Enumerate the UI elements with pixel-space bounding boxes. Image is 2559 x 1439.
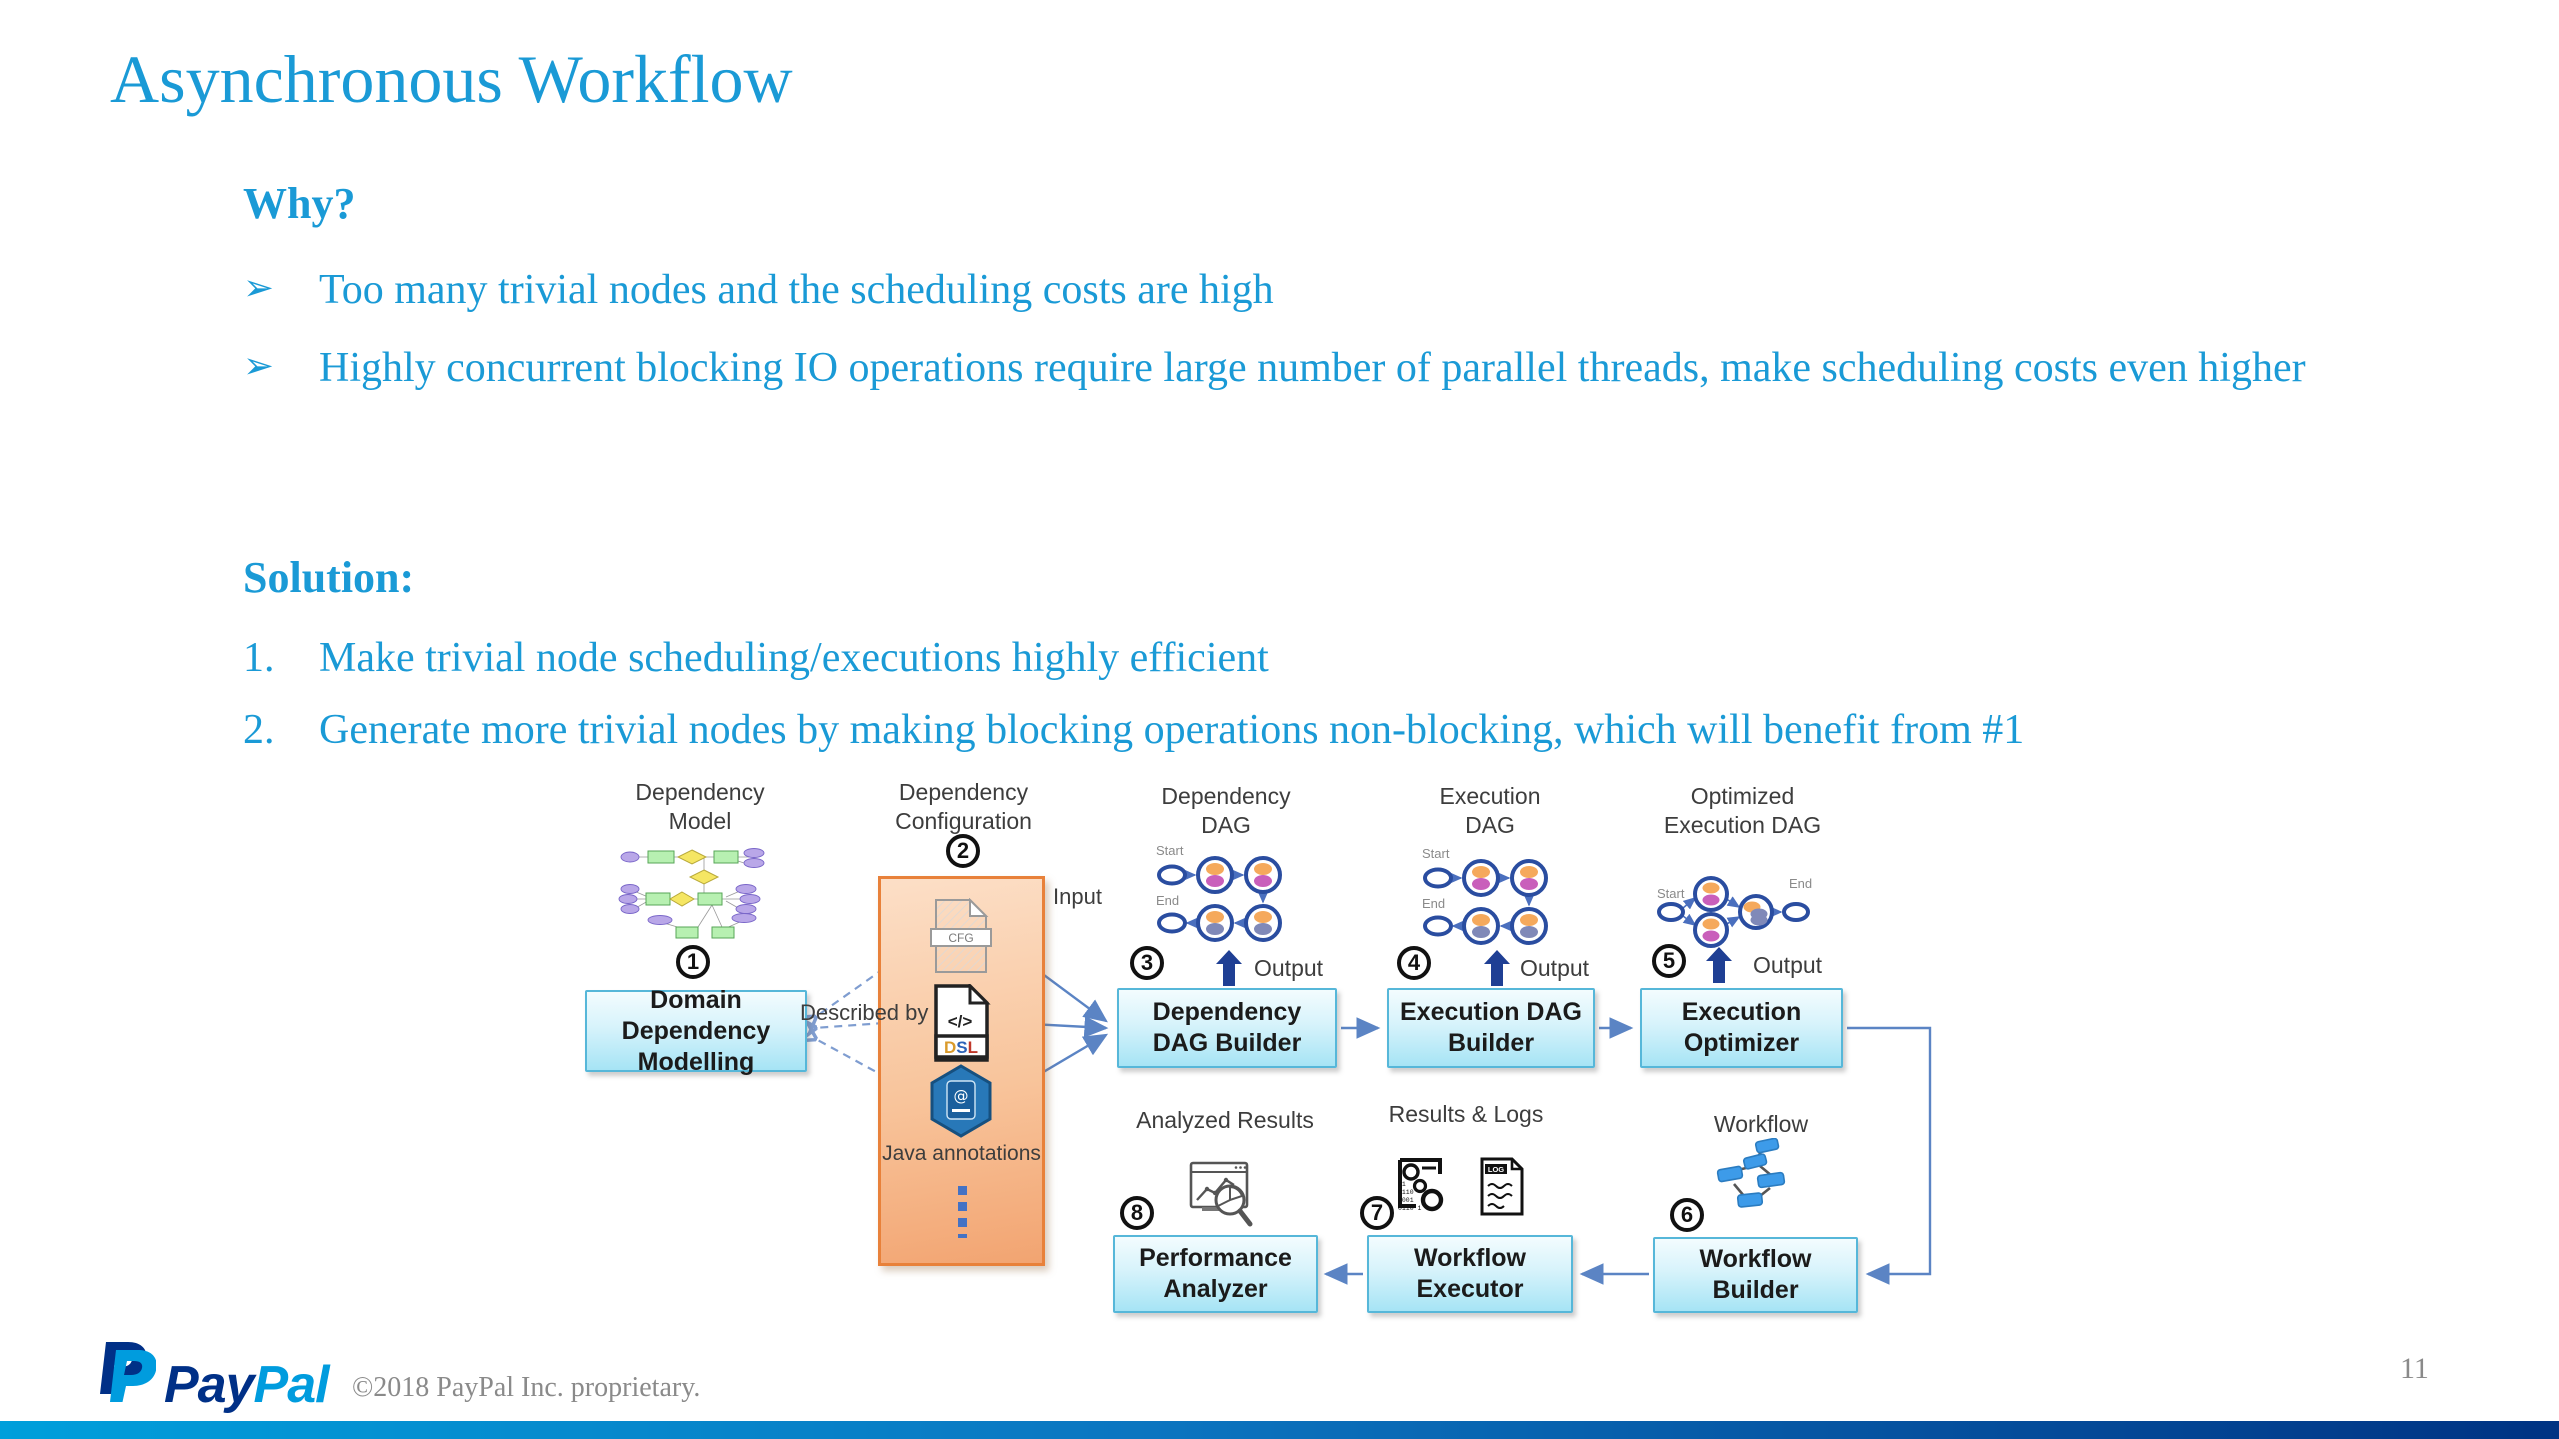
input-label: Input <box>1053 884 1102 909</box>
label-optimized-execution-dag: Optimized Execution DAG <box>1663 783 1822 838</box>
bottom-accent-bar <box>0 1421 2559 1439</box>
output-label: Output <box>1753 952 1823 978</box>
item-number: 1. <box>243 635 275 681</box>
label-dependency-dag: Dependency DAG <box>1161 783 1291 838</box>
dsl-file-icon: </> DSL <box>934 984 991 1062</box>
svg-text:Start: Start <box>1156 843 1184 858</box>
performance-analyzer-icon <box>1189 1161 1253 1227</box>
solution-heading: Solution: <box>243 553 415 602</box>
step-1-badge: 1 <box>676 945 710 979</box>
label-workflow: Workflow <box>1713 1111 1809 1137</box>
label-execution-dag: Execution DAG <box>1439 783 1541 838</box>
why-bullet-2: ➢ Highly concurrent blocking IO operatio… <box>243 336 2501 400</box>
bullet-text: Highly concurrent blocking IO operations… <box>319 345 2306 391</box>
svg-text:End: End <box>1156 893 1179 908</box>
step-6-badge: 6 <box>1670 1198 1704 1232</box>
box-workflow-executor: Workflow Executor <box>1367 1235 1573 1313</box>
item-number: 2. <box>243 707 275 753</box>
solution-item-1: 1. Make trivial node scheduling/executio… <box>243 628 2501 688</box>
svg-text:01: 01 <box>1398 1181 1406 1188</box>
box-performance-analyzer: Performance Analyzer <box>1113 1235 1318 1313</box>
brand-text-pay: Pay <box>164 1356 255 1414</box>
item-text: Generate more trivial nodes by making bl… <box>319 707 2025 753</box>
item-text: Make trivial node scheduling/executions … <box>319 635 1269 681</box>
output-arrow-icon <box>1484 950 1510 986</box>
box-domain-dependency-modelling: Domain Dependency Modelling <box>585 986 807 1076</box>
label-results-logs: Results & Logs <box>1388 1101 1544 1127</box>
svg-text:0110: 0110 <box>1398 1189 1414 1196</box>
java-annotation-icon: @ <box>930 1064 992 1138</box>
box-execution-dag-builder: Execution DAG Builder <box>1387 988 1595 1068</box>
svg-text:DSL: DSL <box>944 1038 978 1057</box>
step-2-badge: 2 <box>946 834 980 868</box>
svg-text:</>: </> <box>948 1012 973 1031</box>
label-analyzed-results: Analyzed Results <box>1136 1107 1314 1133</box>
arrow-bullet-icon: ➢ <box>243 344 275 387</box>
step-7-badge: 7 <box>1360 1196 1394 1230</box>
output-label: Output <box>1254 955 1324 981</box>
solution-item-2: 2. Generate more trivial nodes by making… <box>243 700 2501 760</box>
workflow-icon <box>1716 1138 1786 1208</box>
why-heading: Why? <box>243 179 356 228</box>
step-5-badge: 5 <box>1652 944 1686 978</box>
arrow-bullet-icon: ➢ <box>243 266 275 309</box>
ellipsis-icon <box>958 1186 967 1238</box>
page-title: Asynchronous Workflow <box>110 41 793 117</box>
execution-dag-diagram: Start End <box>1422 846 1548 945</box>
box-execution-optimizer: Execution Optimizer <box>1640 988 1843 1068</box>
page-number: 11 <box>2400 1352 2429 1385</box>
step-3-badge: 3 <box>1130 946 1164 980</box>
svg-text:Start: Start <box>1657 886 1685 901</box>
svg-text:0110 1: 0110 1 <box>1398 1205 1422 1212</box>
copyright-text: ©2018 PayPal Inc. proprietary. <box>352 1372 701 1403</box>
svg-text:CFG: CFG <box>948 931 973 945</box>
cfg-file-icon: CFG <box>930 898 992 973</box>
svg-text:0001: 0001 <box>1398 1197 1414 1204</box>
java-annotations-label: Java annotations <box>882 1142 1041 1165</box>
bullet-text: Too many trivial nodes and the schedulin… <box>319 267 1274 313</box>
label-dependency-model: Dependency Model <box>635 779 765 834</box>
box-dependency-dag-builder: Dependency DAG Builder <box>1117 988 1337 1068</box>
er-model-diagram <box>618 848 765 939</box>
step-8-badge: 8 <box>1120 1196 1154 1230</box>
output-label: Output <box>1520 955 1590 981</box>
paypal-monogram-icon <box>100 1342 156 1402</box>
step-4-badge: 4 <box>1397 946 1431 980</box>
dependency-dag-diagram: Start End <box>1156 843 1282 942</box>
svg-text:End: End <box>1422 896 1445 911</box>
svg-text:Start: Start <box>1422 846 1450 861</box>
output-arrow-icon <box>1216 950 1242 986</box>
brand-text-pal: Pal <box>253 1356 330 1414</box>
svg-text:End: End <box>1789 876 1812 891</box>
described-by-label: Described by <box>800 1000 929 1025</box>
optimized-execution-dag-diagram: Start End <box>1657 876 1812 948</box>
label-dependency-configuration: Dependency Configuration <box>895 779 1032 834</box>
output-arrow-icon <box>1706 947 1732 983</box>
why-bullet-1: ➢ Too many trivial nodes and the schedul… <box>243 258 2501 322</box>
svg-text:@: @ <box>954 1087 969 1105</box>
box-workflow-builder: Workflow Builder <box>1653 1237 1858 1313</box>
svg-text:LOG: LOG <box>1488 1165 1504 1174</box>
